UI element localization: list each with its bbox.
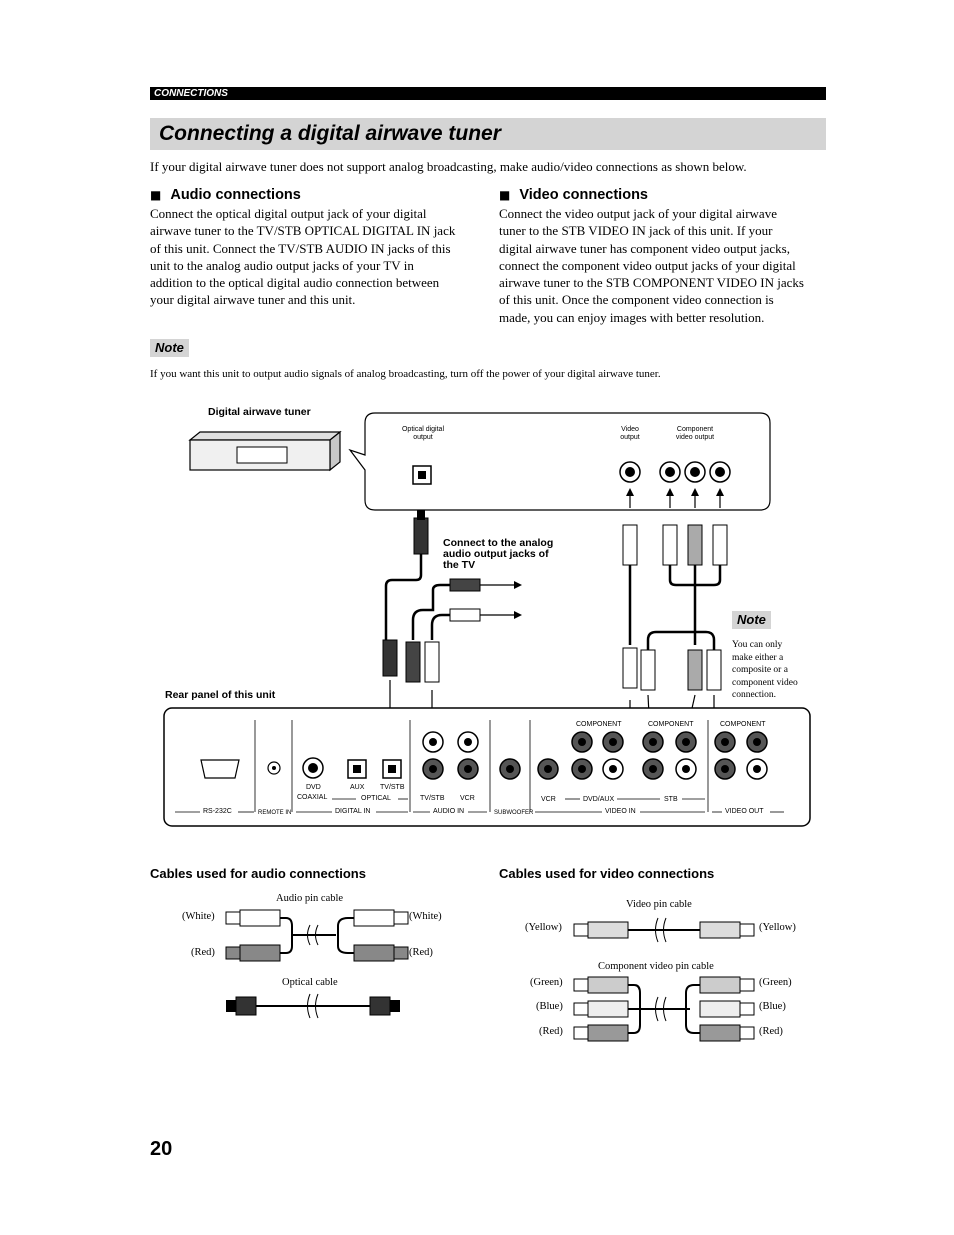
component-label-2: COMPONENT: [648, 721, 694, 728]
side-note-label: Note: [732, 611, 771, 629]
aux-optical-jack: [347, 759, 367, 779]
aux-label: AUX: [350, 784, 365, 791]
page-title: Connecting a digital airwave tuner: [159, 122, 501, 145]
dvd-coaxial-jack: [302, 757, 324, 779]
audio-cable-route: [405, 578, 522, 737]
tv-connect-label: Connect to the analog audio output jacks…: [443, 537, 554, 571]
rear-panel-label: Rear panel of this unit: [165, 689, 276, 701]
tuner-optical-output-jack: [412, 465, 432, 485]
audio-in-jacks: [422, 731, 479, 780]
section-header-label: CONNECTIONS: [154, 88, 228, 99]
page-title-box: Connecting a digital airwave tuner: [150, 118, 826, 150]
audio-red-left: (Red): [191, 947, 215, 958]
audio-cables-heading: Cables used for audio connections: [150, 866, 366, 881]
video-pin-cable-label: Video pin cable: [626, 899, 692, 910]
video-out-jacks: [714, 731, 768, 780]
tuner-label: Digital airwave tuner: [208, 406, 311, 418]
note-box: Note: [150, 339, 189, 357]
optical-cable-label: Optical cable: [282, 977, 338, 988]
note-text: If you want this unit to output audio si…: [150, 368, 661, 380]
remote-in-label: REMOTE IN: [258, 810, 292, 816]
audio-pin-cable-illustration: [225, 909, 409, 962]
coaxial-label: COAXIAL: [297, 794, 328, 801]
tuner-video-output-jack: [619, 461, 641, 483]
intro-text: If your digital airwave tuner does not s…: [150, 159, 747, 174]
video-heading: ■Video connections: [499, 187, 648, 203]
audio-heading: ■Audio connections: [150, 187, 301, 203]
side-note-text: You can only make either a composite or …: [732, 640, 798, 700]
optical-label: OPTICAL: [361, 795, 391, 802]
component-cable-route: [640, 488, 728, 772]
tuner-rear-callout: [348, 412, 771, 511]
component-cable-label: Component video pin cable: [598, 961, 714, 972]
audio-red-right: (Red): [409, 947, 433, 958]
tvstb-audio-label: TV/STB: [420, 795, 445, 802]
digital-in-label: DIGITAL IN: [335, 808, 371, 815]
note-label: Note: [150, 339, 189, 357]
video-yellow-right: (Yellow): [759, 922, 796, 933]
stb-label: STB: [664, 796, 678, 803]
audio-in-label: AUDIO IN: [433, 808, 465, 815]
subwoofer-label: SUBWOOFER: [494, 810, 534, 816]
section-header-bar: CONNECTIONS: [150, 87, 826, 100]
audio-white-right: (White): [409, 911, 442, 922]
tuner-component-output-jacks: [659, 461, 731, 483]
dvd-aux-label: DVD/AUX: [583, 796, 615, 803]
audio-pin-cable-label: Audio pin cable: [276, 893, 344, 904]
component-cable-illustration: [573, 976, 755, 1042]
video-in-label: VIDEO IN: [605, 808, 636, 815]
tvstb-optical-label: TV/STB: [380, 784, 405, 791]
component-blue-right: (Blue): [759, 1001, 786, 1012]
video-out-label: VIDEO OUT: [725, 808, 764, 815]
vcr-video-label: VCR: [541, 796, 556, 803]
audio-white-left: (White): [182, 911, 215, 922]
side-note: Note: [732, 611, 771, 629]
component-label-1: COMPONENT: [576, 721, 622, 728]
audio-body: Connect the optical digital output jack …: [150, 206, 456, 308]
video-cables-heading: Cables used for video connections: [499, 866, 715, 881]
component-green-right: (Green): [759, 977, 792, 988]
component-green-left: (Green): [530, 977, 563, 988]
optical-cable-route: [382, 510, 429, 752]
video-body: Connect the video output jack of your di…: [499, 206, 804, 325]
video-in-jacks: [537, 731, 697, 780]
subwoofer-jack: [499, 758, 521, 780]
vcr-audio-label: VCR: [460, 795, 475, 802]
tvstb-optical-jack: [382, 759, 402, 779]
component-red-left: (Red): [539, 1026, 563, 1037]
component-label-3: COMPONENT: [720, 721, 766, 728]
page-number: 20: [150, 1138, 173, 1160]
optical-cable-illustration: [226, 993, 400, 1019]
component-red-right: (Red): [759, 1026, 783, 1037]
component-blue-left: (Blue): [536, 1001, 563, 1012]
dvd-label: DVD: [306, 784, 321, 791]
video-pin-cable-illustration: [573, 917, 755, 943]
audio-connections-section: ■Audio connections Connect the optical d…: [150, 186, 480, 309]
video-yellow-left: (Yellow): [525, 922, 562, 933]
video-connections-section: ■Video connections Connect the video out…: [499, 186, 829, 326]
rs232c-port: [200, 759, 240, 779]
rs232c-label: RS-232C: [203, 808, 232, 815]
digital-tuner-device: [188, 430, 342, 472]
